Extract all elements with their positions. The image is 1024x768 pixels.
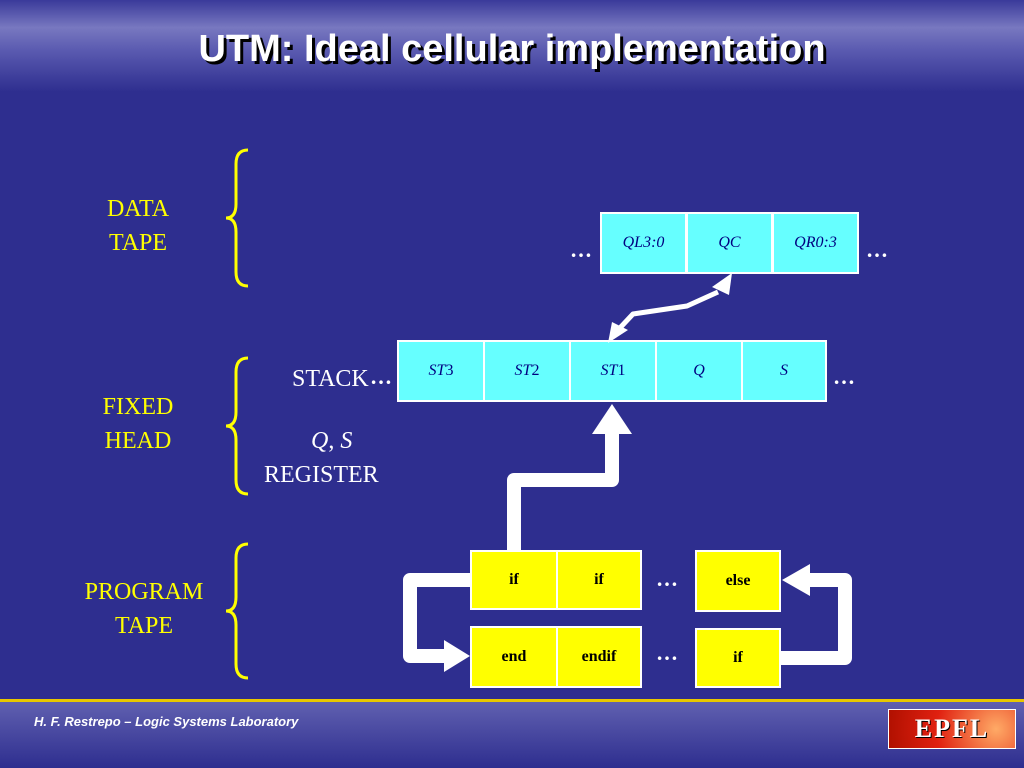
program-cell-else: else — [695, 550, 781, 612]
head-dots-left: … — [370, 364, 392, 389]
data-tape-cell-ql: QL3:0 — [600, 212, 687, 274]
title-bar — [0, 0, 1024, 92]
program-dots-bottom: … — [656, 640, 678, 665]
q-label: Q — [311, 428, 329, 454]
stack-label: STACK — [292, 366, 369, 392]
fixed-head-label-line1: FIXED — [102, 394, 174, 420]
data-tape-brace — [225, 148, 249, 288]
right-loop-arrow-head — [782, 564, 810, 596]
head-cell-st2-base: ST — [514, 362, 532, 379]
head-cell-st3-base: ST — [428, 362, 446, 379]
program-to-head-arrow — [507, 430, 619, 552]
data-tape-dots-right: … — [866, 237, 888, 262]
head-cell-q-base: Q — [693, 362, 705, 379]
left-loop-arrow — [403, 573, 470, 663]
program-cell-if-3: if — [695, 628, 781, 688]
footer-text: H. F. Restrepo – Logic Systems Laborator… — [34, 714, 299, 729]
head-cell-st3-index: 3 — [445, 362, 454, 379]
epfl-logo-text: EPFL — [914, 714, 990, 743]
epfl-logo: EPFL — [888, 709, 1016, 749]
register-label: REGISTER — [264, 462, 379, 488]
qs-label: Q, S — [311, 424, 352, 458]
program-cell-endif: endif — [556, 626, 642, 688]
head-cell-q: Q — [655, 340, 743, 402]
head-cell-st2-index: 2 — [531, 362, 540, 379]
program-cell-if-2: if — [556, 550, 642, 610]
fixed-head-brace — [225, 356, 249, 496]
data-tape-label-line2: TAPE — [108, 230, 168, 256]
data-tape-label-line1: DATA — [106, 196, 170, 222]
head-cell-st1-index: 1 — [617, 362, 626, 379]
fixed-head-label-line2: HEAD — [104, 428, 172, 454]
program-tape-brace — [225, 542, 249, 680]
head-dots-right: … — [833, 364, 855, 389]
data-tape-cell-qr: QR0:3 — [772, 212, 859, 274]
right-loop-arrow — [781, 573, 852, 665]
s-label: S — [340, 428, 353, 454]
footer-bar — [0, 702, 1024, 768]
head-cell-st1-base: ST — [600, 362, 618, 379]
fixed-head-label: FIXED HEAD — [88, 390, 188, 458]
head-to-data-arrow-tip-down — [608, 322, 628, 343]
program-dots-top: … — [656, 566, 678, 591]
program-tape-label: PROGRAM TAPE — [62, 575, 226, 643]
program-tape-label-line1: PROGRAM — [84, 579, 204, 605]
head-cell-s: S — [741, 340, 827, 402]
data-tape-label: DATA TAPE — [90, 192, 186, 260]
data-tape-dots-left: … — [570, 237, 592, 262]
head-cell-s-base: S — [780, 362, 788, 379]
footer-divider — [0, 699, 1024, 702]
program-cell-if-1: if — [470, 550, 558, 610]
left-loop-arrow-head — [444, 640, 470, 672]
head-to-data-arrow-line — [616, 289, 720, 332]
data-tape-cell-qc: QC — [686, 212, 773, 274]
comma-label: , — [328, 428, 341, 454]
program-to-head-arrow-head — [592, 404, 632, 434]
program-tape-label-line2: TAPE — [114, 613, 174, 639]
head-to-data-arrow-tip-up — [712, 273, 732, 295]
slide-title: UTM: Ideal cellular implementation — [198, 28, 826, 70]
